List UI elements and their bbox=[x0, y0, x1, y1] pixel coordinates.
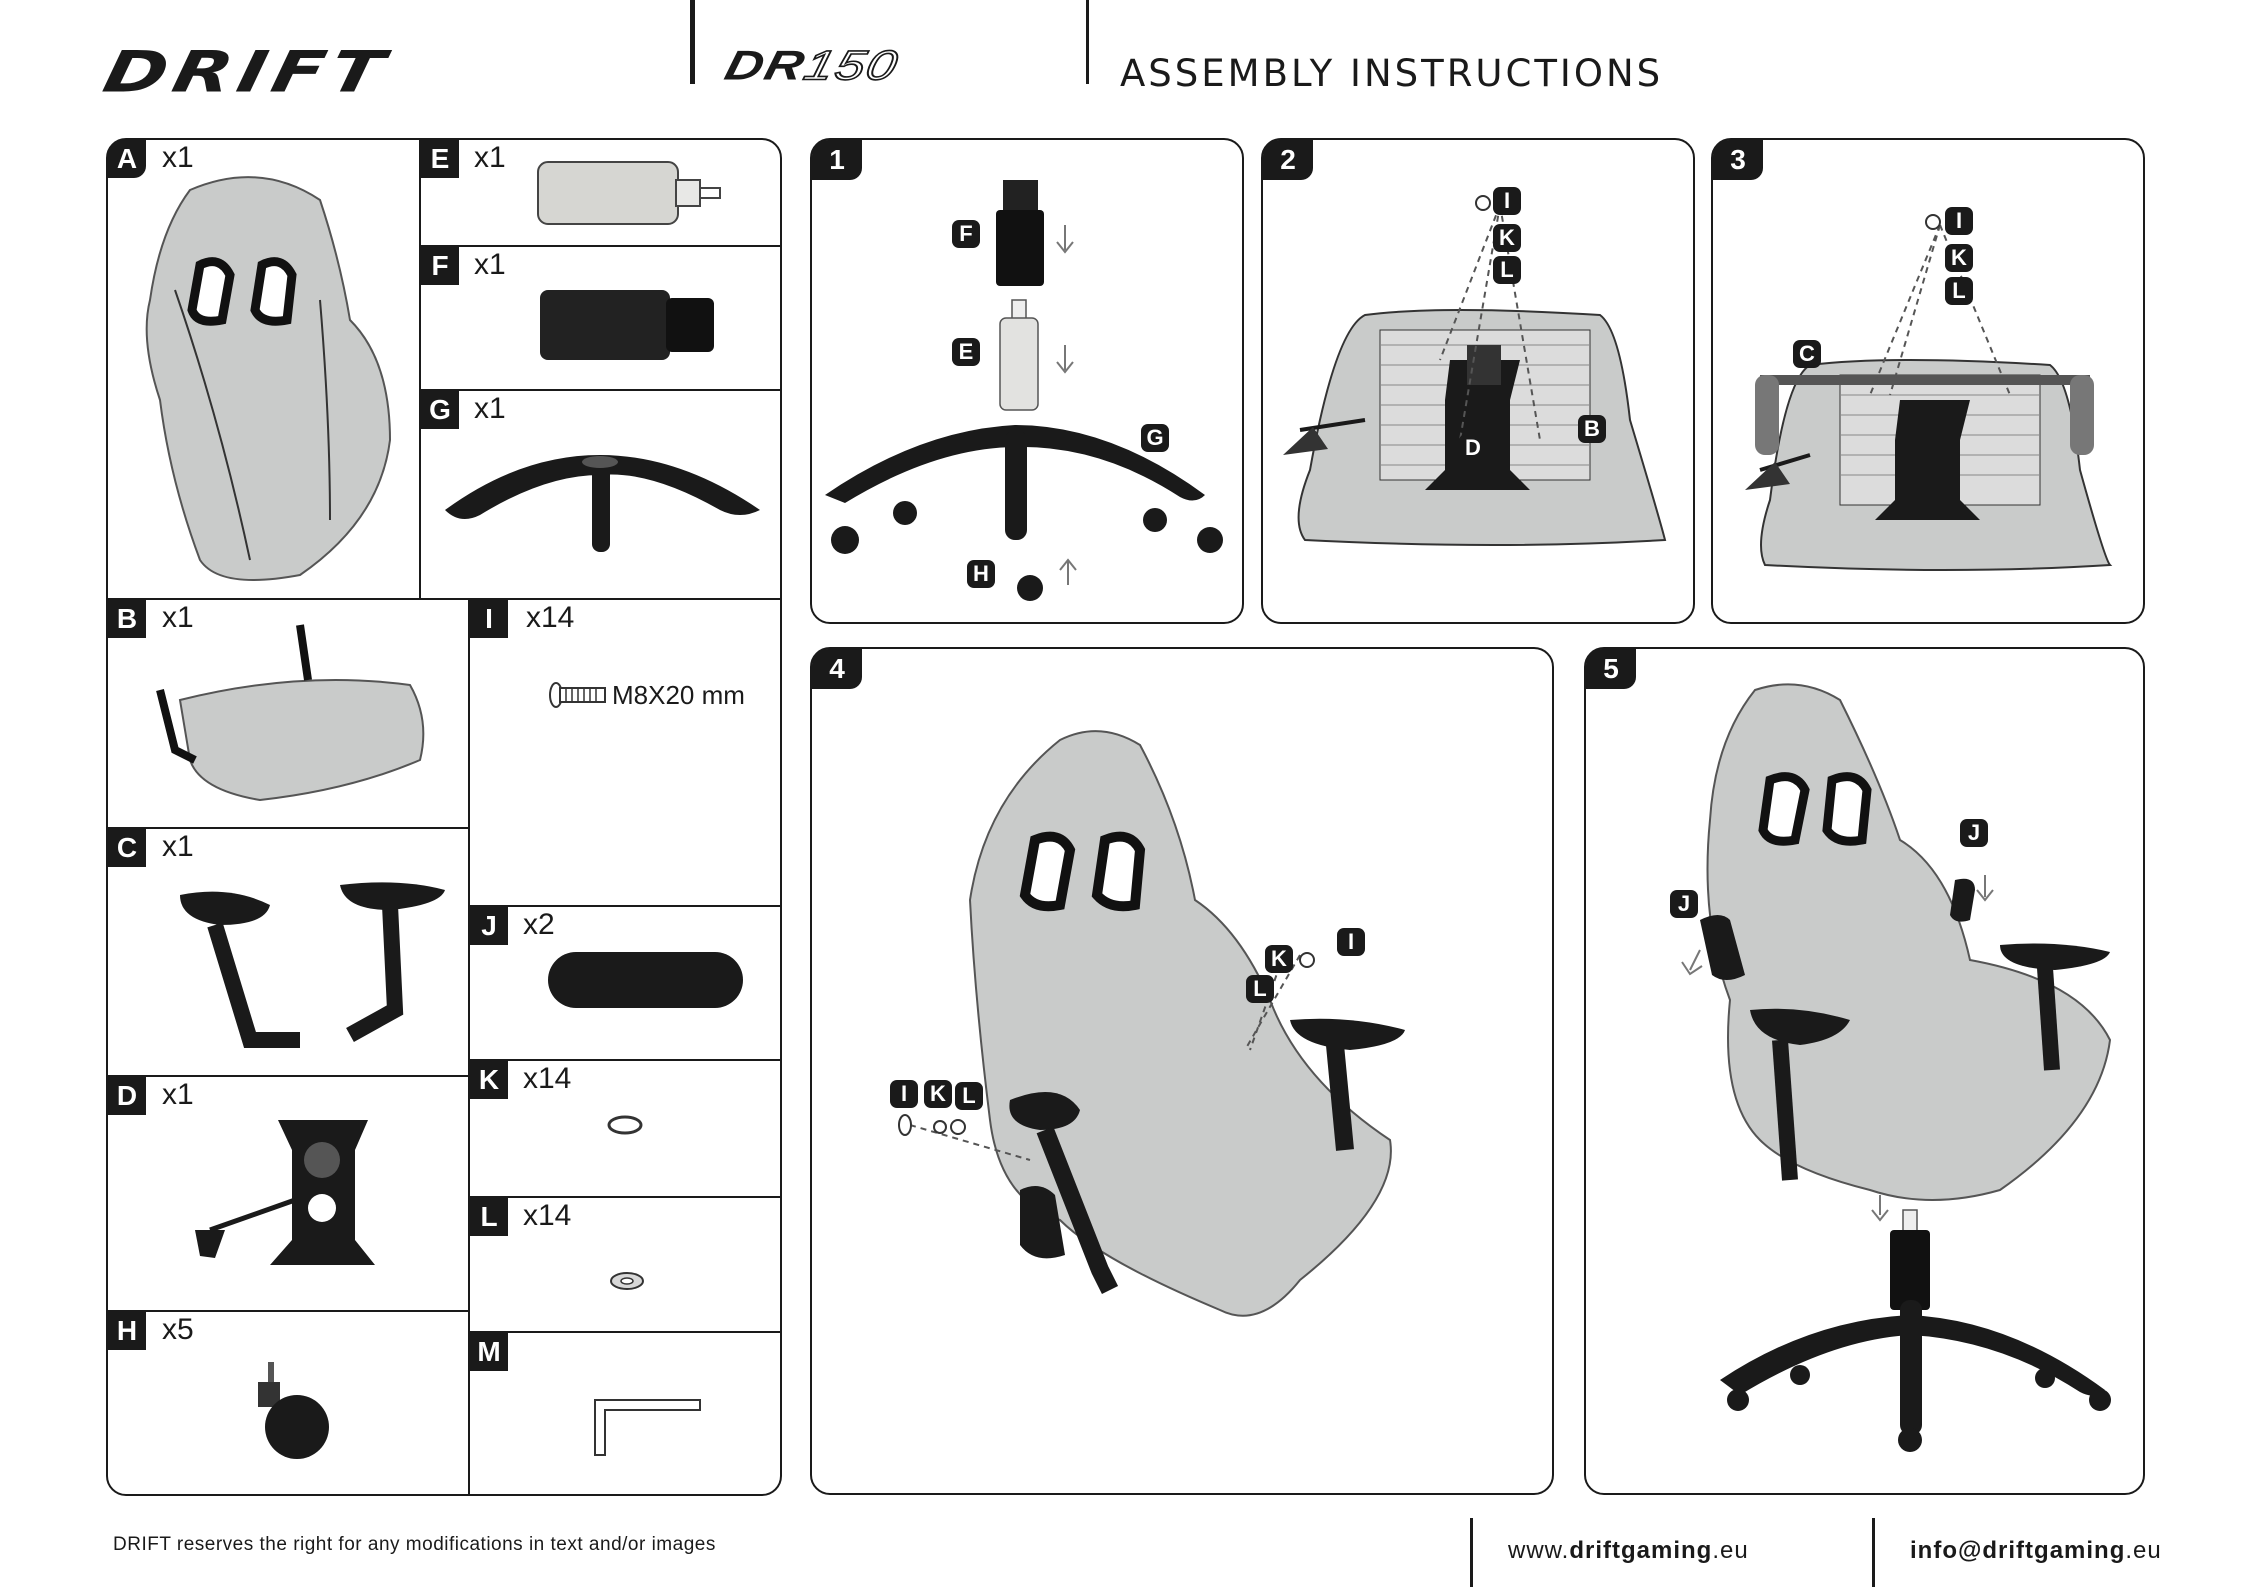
step4-callout-l-2: L bbox=[955, 1082, 983, 1110]
footer-divider-2 bbox=[1872, 1518, 1875, 1587]
step4-callout-i: I bbox=[1337, 928, 1365, 956]
step2-callout-d: D bbox=[1459, 434, 1487, 462]
footer-divider bbox=[1470, 1518, 1473, 1587]
step-3-drawing bbox=[1745, 215, 2110, 570]
step2-callout-b: B bbox=[1578, 415, 1606, 443]
step2-callout-k: K bbox=[1493, 224, 1521, 252]
step3-callout-k: K bbox=[1945, 244, 1973, 272]
step-2-drawing bbox=[1283, 196, 1665, 545]
step1-callout-g: G bbox=[1141, 424, 1169, 452]
footer-email-link[interactable]: info@driftgaming.eu bbox=[1910, 1537, 2162, 1565]
step4-callout-k-2: K bbox=[924, 1080, 952, 1108]
step1-callout-h: H bbox=[967, 560, 995, 588]
footer-website-link[interactable]: www.driftgaming.eu bbox=[1508, 1537, 1749, 1565]
step2-callout-l: L bbox=[1493, 256, 1521, 284]
step4-callout-i-2: I bbox=[890, 1080, 918, 1108]
step5-callout-j: J bbox=[1960, 819, 1988, 847]
step5-callout-j-2: J bbox=[1670, 890, 1698, 918]
step1-callout-e: E bbox=[952, 338, 980, 366]
step3-callout-i: I bbox=[1945, 207, 1973, 235]
step4-callout-k: K bbox=[1265, 945, 1293, 973]
step4-callout-l: L bbox=[1246, 975, 1274, 1003]
step1-callout-f: F bbox=[952, 220, 980, 248]
footer-disclaimer: DRIFT reserves the right for any modific… bbox=[113, 1534, 716, 1556]
step3-callout-c: C bbox=[1793, 340, 1821, 368]
step-4-drawing bbox=[899, 731, 1405, 1316]
step2-callout-i: I bbox=[1493, 187, 1521, 215]
step3-callout-l: L bbox=[1945, 277, 1973, 305]
step-5-drawing bbox=[1682, 684, 2111, 1452]
step-1-drawing bbox=[825, 180, 1223, 601]
